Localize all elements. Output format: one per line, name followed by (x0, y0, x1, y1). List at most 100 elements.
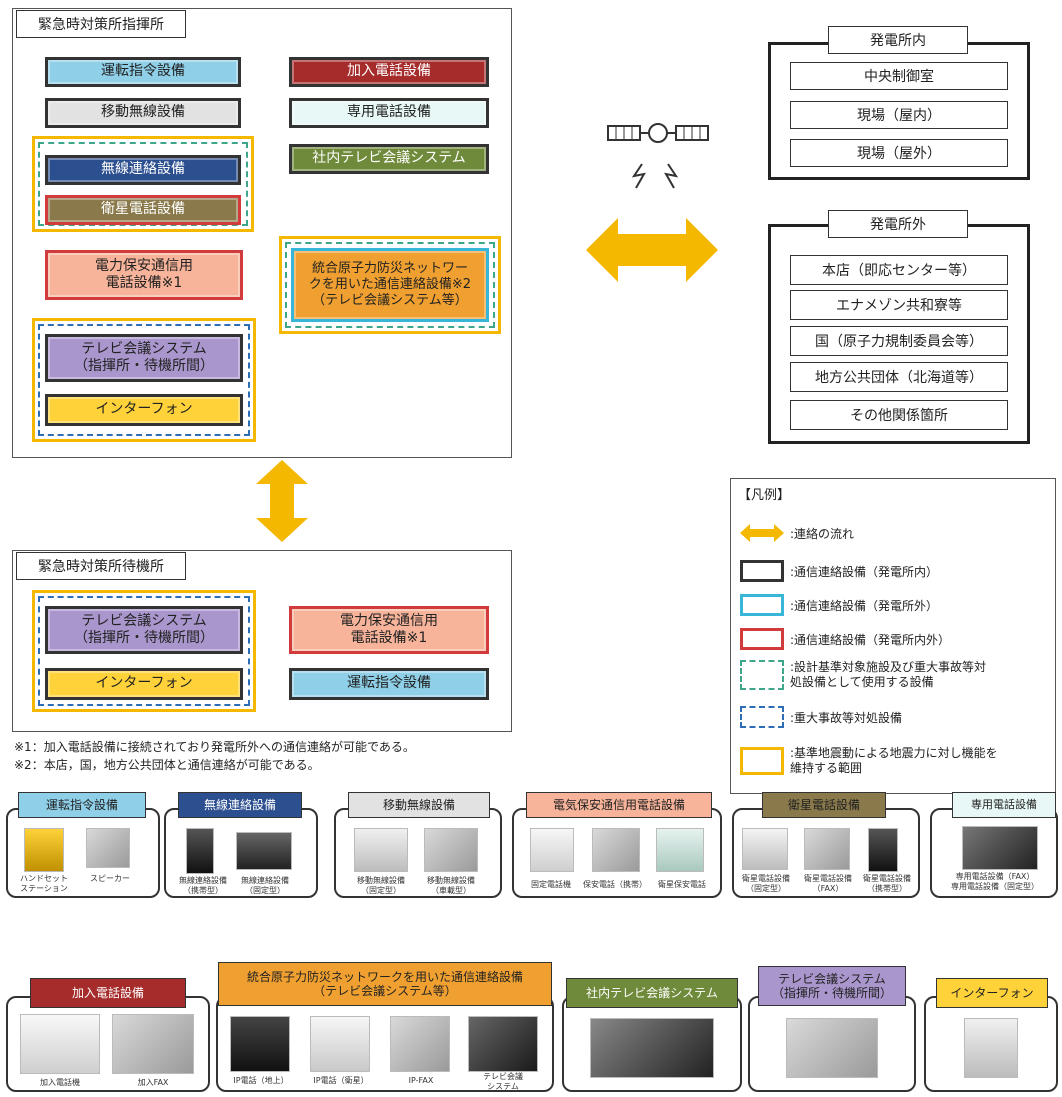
photo-caption: 衛星電話設備 （携帯型） (863, 874, 911, 893)
equip-mobile-radio: 移動無線設備 (45, 98, 241, 128)
photo-caption: 固定電話機 (531, 880, 571, 889)
design-basis-group-b (285, 242, 495, 328)
equip-satellite-phone: 衛星電話設備 (45, 195, 241, 225)
category-label: インターフォン (936, 978, 1048, 1008)
horizontal-flow-arrow (586, 218, 718, 282)
footnote-2: ※2：本店，国，地方公共団体と通信連絡が可能である。 (14, 758, 320, 772)
legend-title: 【凡例】 (738, 488, 791, 503)
photo-caption: IP電話（衛星） (313, 1076, 369, 1085)
legend-panel (730, 478, 1056, 794)
photo-caption: IP-FAX (408, 1076, 434, 1085)
photo-satellite-fax (804, 828, 850, 870)
photo-subscriber-fax (112, 1014, 194, 1074)
standby-video-conf: テレビ会議システム （指揮所・待機所間） (45, 606, 243, 654)
standby-post-title: 緊急時対策所待機所 (16, 552, 186, 580)
standby-power-security-phone: 電力保安通信用 電話設備※1 (289, 606, 489, 654)
inside-plant-item: 現場（屋外） (790, 139, 1008, 167)
footnote-1: ※1：加入電話設備に接続されており発電所外への通信連絡が可能である。 (14, 740, 415, 754)
standby-operation-command: 運転指令設備 (289, 668, 489, 700)
photo-satellite-phone-portable (868, 828, 898, 872)
photo-handset-station (24, 828, 64, 872)
category-label: 加入電話設備 (30, 978, 186, 1008)
photo-ip-phone-ground (230, 1016, 290, 1072)
category-label: 移動無線設備 (348, 792, 490, 818)
legend-row-design-basis: :設計基準対象施設及び重大事故等対 処設備として使用する設備 (740, 660, 1052, 690)
photo-video-conf-system (468, 1016, 538, 1072)
legend-label: :通信連絡設備（発電所外） (790, 598, 939, 613)
legend-swatch-red (740, 628, 784, 650)
inside-plant-item: 現場（屋内） (790, 101, 1008, 129)
photo-caption: IP電話（地上） (233, 1076, 289, 1085)
seismic-range-group-a (32, 136, 254, 232)
equip-intercom: インターフォン (45, 394, 243, 426)
photo-caption: 移動無線設備 （固定型） (357, 876, 405, 895)
equip-integrated-network: 統合原子力防災ネットワー クを用いた通信連絡設備※2 （テレビ会議システム等） (291, 248, 489, 322)
photo-mobile-radio-vehicle (424, 828, 478, 872)
legend-label: :基準地震動による地震力に対し機能を 維持する範囲 (790, 746, 998, 775)
photo-caption: スピーカー (90, 874, 130, 883)
category-label: 社内テレビ会議システム (566, 978, 738, 1008)
equip-video-conf-posts: テレビ会議システム （指揮所・待機所間） (45, 334, 243, 382)
legend-row-severe: :重大事故等対処設備 (740, 706, 1050, 728)
photo-caption: テレビ会議 システム (483, 1072, 523, 1091)
photo-dedicated-phone (962, 826, 1038, 870)
photo-security-phone-mobile (592, 828, 640, 872)
legend-swatch-black (740, 560, 784, 582)
inside-plant-title: 発電所内 (828, 26, 968, 54)
command-post-title: 緊急時対策所指揮所 (16, 10, 186, 38)
vertical-flow-arrow (256, 460, 308, 542)
photo-subscriber-phone (20, 1014, 100, 1074)
photo-caption: 加入電話機 (40, 1078, 80, 1087)
legend-swatch-arrow (740, 524, 784, 542)
category-label: 無線連絡設備 (178, 792, 302, 818)
legend-row-both: :通信連絡設備（発電所内外） (740, 628, 1050, 650)
equip-operation-command: 運転指令設備 (45, 57, 241, 87)
category-label: テレビ会議システム （指揮所・待機所間） (758, 966, 906, 1006)
category-label: 電気保安通信用電話設備 (526, 792, 712, 818)
legend-label: :重大事故等対処設備 (790, 710, 903, 725)
category-label: 運転指令設備 (18, 792, 146, 818)
photo-caption: ハンドセット ステーション (20, 874, 68, 893)
equip-internal-video-conf: 社内テレビ会議システム (289, 144, 489, 174)
photo-caption: 衛星保安電話 (658, 880, 706, 889)
photo-caption: 無線連絡設備 （携帯型） (179, 876, 227, 895)
legend-label: :設計基準対象施設及び重大事故等対 処設備として使用する設備 (790, 660, 987, 689)
legend-row-inside: :通信連絡設備（発電所内） (740, 560, 1050, 582)
equip-power-security-phone: 電力保安通信用 電話設備※1 (45, 250, 243, 300)
outside-plant-item: 本店（即応センター等） (790, 255, 1008, 285)
outside-plant-item: 地方公共団体（北海道等） (790, 362, 1008, 392)
photo-intercom (964, 1018, 1018, 1078)
severe-accident-group-d (38, 596, 250, 706)
photo-satellite-phone-fixed (742, 828, 788, 870)
inside-plant-item: 中央制御室 (790, 62, 1008, 90)
photo-fixed-radio (236, 832, 292, 870)
severe-accident-group-c (38, 324, 250, 436)
category-label: 統合原子力防災ネットワークを用いた通信連絡設備 （テレビ会議システム等） (218, 962, 552, 1006)
category-label: 衛星電話設備 (762, 792, 886, 818)
legend-swatch-dash-green (740, 660, 784, 690)
photo-ip-fax (390, 1016, 450, 1072)
seismic-range-group-d (32, 590, 256, 712)
legend-label: :連絡の流れ (790, 526, 855, 541)
photo-video-conf-posts (786, 1018, 878, 1078)
equip-subscriber-phone: 加入電話設備 (289, 57, 489, 87)
photo-caption: 加入FAX (137, 1078, 169, 1087)
photo-caption: 衛星電話設備 （FAX） (804, 874, 852, 893)
satellite-icon (607, 123, 709, 189)
seismic-range-group-c (32, 318, 256, 442)
legend-label: :通信連絡設備（発電所内） (790, 564, 939, 579)
outside-plant-item: エナメゾン共和寮等 (790, 290, 1008, 320)
photo-internal-video-conf (590, 1018, 714, 1078)
photo-caption: 専用電話設備（FAX） 専用電話設備（固定型） (951, 872, 1039, 891)
legend-row-outside: :通信連絡設備（発電所外） (740, 594, 1050, 616)
photo-speaker (86, 828, 130, 868)
standby-intercom: インターフォン (45, 668, 243, 700)
category-label: 専用電話設備 (952, 792, 1056, 818)
outside-plant-item: その他関係箇所 (790, 400, 1008, 430)
photo-caption: 衛星電話設備 （固定型） (742, 874, 790, 893)
photo-caption: 移動無線設備 （車載型） (427, 876, 475, 895)
design-basis-group-a (38, 142, 248, 226)
legend-label: :通信連絡設備（発電所内外） (790, 632, 951, 647)
legend-swatch-yellow (740, 747, 784, 775)
legend-swatch-cyan (740, 594, 784, 616)
